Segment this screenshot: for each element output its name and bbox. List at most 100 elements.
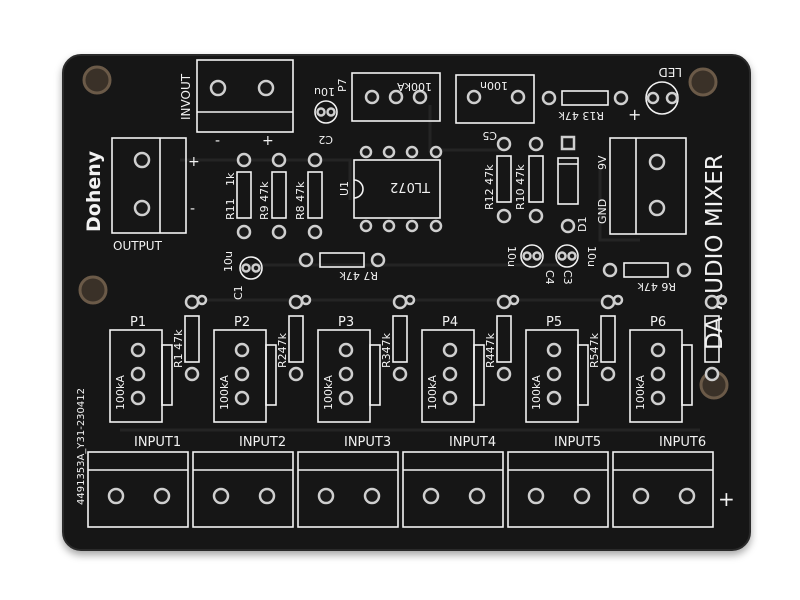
via [612,294,624,306]
terminal-pad [632,487,650,505]
resistor-outline [600,315,616,363]
resistor-pad [496,366,512,382]
pot-shaft-outline [577,344,589,406]
pot-value: 100kA [114,375,127,410]
resistor-r10: R10 47k [514,136,544,224]
u1-ref: U1 [338,181,351,196]
pot-shaft-outline [681,344,693,406]
invout-minus: - [215,133,220,149]
resistor-pad [288,294,304,310]
r11-ref: R11 [224,198,237,220]
pot-pad [234,342,250,358]
input-label: INPUT2 [239,435,286,450]
resistor-pad [600,366,616,382]
output-plus: + [188,154,200,170]
pot-value: 100kA [322,375,335,410]
resistor-r13: R13 47k [541,90,629,122]
resistor-outline [288,315,304,363]
gnd-label: GND [596,199,609,224]
resistor-outline [184,315,200,363]
terminal-pad [317,487,335,505]
via [300,294,312,306]
pot-shaft-outline [265,344,277,406]
board-title: DA AUDIO MIXER [702,154,728,350]
terminal-pad [363,487,381,505]
pot-pad [234,390,250,406]
pot-pad [650,366,666,382]
resistor-r12: R12 47k [483,136,512,224]
c3-value: 10u [585,246,598,267]
output-label: OUTPUT [113,239,163,253]
resistor-r6: R6 47k [602,262,692,293]
terminal-pad [422,487,440,505]
c5-ref: C5 [482,129,497,142]
resistor-r9: R9 47k [258,152,287,240]
c4-ref: C4 [543,270,556,285]
capacitor-c2: 10u C2 [314,85,338,146]
pot-ref: P1 [130,315,146,330]
resistor-pad [392,366,408,382]
resistor-pad [704,294,720,310]
terminal-outline [297,451,399,528]
resistor-outline [496,315,512,363]
input-plus-label: + [718,487,735,511]
resistor-outline [392,315,408,363]
invout-label: INVOUT [179,73,193,120]
lot-code: 4491353A_Y31-230412 [76,388,87,505]
r12-label: R12 47k [483,164,496,210]
r10-label: R10 47k [514,164,527,210]
pot-value: 100kA [426,375,439,410]
input-connector: INPUT1 [87,435,189,528]
pot-pad [546,342,562,358]
input-connector: INPUT4 [402,435,504,528]
pot-pad [442,390,458,406]
terminal-outline [507,451,609,528]
pot-pad [546,390,562,406]
capacitor-c1: 10u C1 [222,251,263,300]
r13-label: R13 47k [558,109,604,122]
c2-value: 10u [314,85,335,98]
pot-pad [130,390,146,406]
terminal-pad [153,487,171,505]
input-connector: INPUT5 [507,435,609,528]
led-footprint: LED + [628,65,682,124]
terminal-pad [678,487,696,505]
terminal-pad [573,487,591,505]
c1-value: 10u [222,251,235,272]
pot-pad [442,366,458,382]
pot-pad [130,366,146,382]
resistor-r11: R11 1k [224,152,252,240]
pot-channel: P1 100kA R1 47k [109,294,208,423]
via [404,294,416,306]
resistor-label: R547k [588,332,601,368]
output-connector: OUTPUT + - [111,137,200,253]
terminal-outline [612,451,714,528]
r6-label: R6 47k [637,280,676,293]
input-label: INPUT5 [554,435,601,450]
resistor-label: R1 47k [172,329,185,368]
resistor-r8: R8 47k [294,152,323,240]
via [508,294,520,306]
pot-pad [546,366,562,382]
pot-value: 100kA [218,375,231,410]
brand-label: Doheny [83,150,105,232]
terminal-outline [87,451,189,528]
pot-shaft-outline [161,344,173,406]
mounting-hole [78,275,108,305]
via [716,294,728,306]
invout-connector: INVOUT - + [179,59,294,149]
input-connector: INPUT2 [192,435,294,528]
input-connector: INPUT6 [612,435,714,528]
ic-u1: TL072 U1 [338,145,443,233]
pot-pad [130,342,146,358]
pot-value: 100kA [530,375,543,410]
resistor-r7: R7 47k [298,252,386,282]
pot-ref: P6 [650,315,666,330]
terminal-pad [258,487,276,505]
terminal-pad [212,487,230,505]
